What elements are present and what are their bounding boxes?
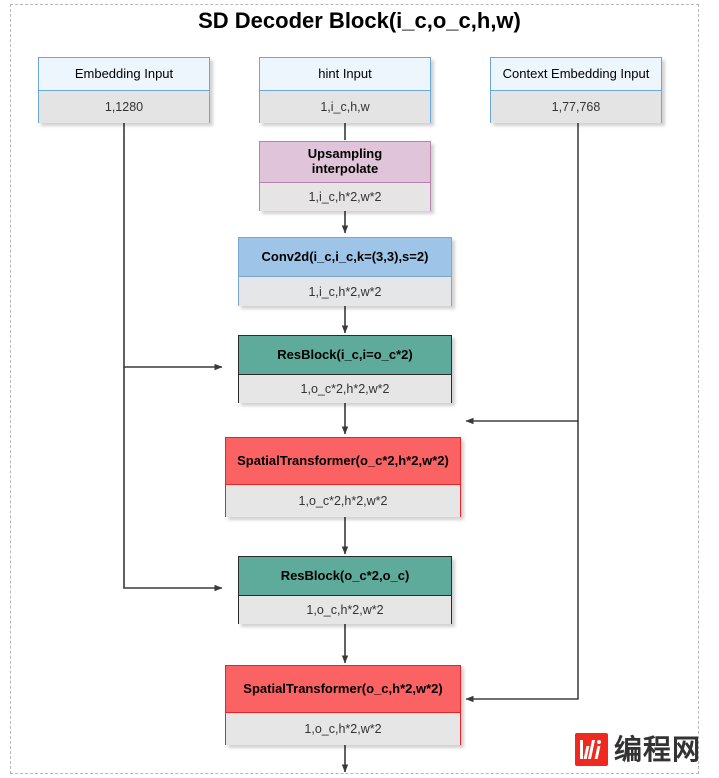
node-resblock-1-shape: 1,o_c*2,h*2,w*2 [239, 375, 451, 403]
node-resblock-2-label: ResBlock(o_c*2,o_c) [239, 557, 451, 596]
node-context-embedding-input[interactable]: Context Embedding Input 1,77,768 [490, 57, 662, 123]
node-upsampling-label: Upsampling interpolate [260, 142, 430, 183]
edge-context-to-st1 [465, 123, 579, 425]
node-hint-input[interactable]: hint Input 1,i_c,h,w [259, 57, 431, 123]
node-resblock-1[interactable]: ResBlock(i_c,i=o_c*2) 1,o_c*2,h*2,w*2 [238, 335, 452, 403]
brand-logo-icon [575, 733, 608, 766]
node-resblock-2-shape: 1,o_c,h*2,w*2 [239, 596, 451, 624]
node-spatial-transformer-1-shape: 1,o_c*2,h*2,w*2 [226, 485, 460, 517]
node-upsampling[interactable]: Upsampling interpolate 1,i_c,h*2,w*2 [259, 141, 431, 211]
node-hint-input-shape: 1,i_c,h,w [260, 91, 430, 123]
node-hint-input-label: hint Input [260, 58, 430, 91]
node-resblock-2[interactable]: ResBlock(o_c*2,o_c) 1,o_c,h*2,w*2 [238, 556, 452, 624]
node-spatial-transformer-1-label: SpatialTransformer(o_c*2,h*2,w*2) [226, 438, 460, 485]
edge-context-to-st2 [465, 421, 579, 703]
node-spatial-transformer-2-label: SpatialTransformer(o_c,h*2,w*2) [226, 666, 460, 713]
node-spatial-transformer-2[interactable]: SpatialTransformer(o_c,h*2,w*2) 1,o_c,h*… [225, 665, 461, 745]
edge-embedding-to-resblock1 [123, 123, 223, 371]
node-embedding-input[interactable]: Embedding Input 1,1280 [38, 57, 210, 123]
node-conv2d[interactable]: Conv2d(i_c,i_c,k=(3,3),s=2) 1,i_c,h*2,w*… [238, 237, 452, 306]
node-conv2d-label: Conv2d(i_c,i_c,k=(3,3),s=2) [239, 238, 451, 277]
watermark: 编程网 [575, 733, 701, 766]
node-resblock-1-label: ResBlock(i_c,i=o_c*2) [239, 336, 451, 375]
page-title: SD Decoder Block(i_c,o_c,h,w) [198, 8, 521, 33]
watermark-text: 编程网 [614, 733, 702, 765]
node-context-embedding-input-shape: 1,77,768 [491, 91, 661, 123]
node-spatial-transformer-1[interactable]: SpatialTransformer(o_c*2,h*2,w*2) 1,o_c*… [225, 437, 461, 517]
node-spatial-transformer-2-shape: 1,o_c,h*2,w*2 [226, 713, 460, 745]
node-embedding-input-shape: 1,1280 [39, 91, 209, 123]
node-upsampling-shape: 1,i_c,h*2,w*2 [260, 183, 430, 211]
node-context-embedding-input-label: Context Embedding Input [491, 58, 661, 91]
node-embedding-input-label: Embedding Input [39, 58, 209, 91]
node-conv2d-shape: 1,i_c,h*2,w*2 [239, 277, 451, 306]
edge-embedding-to-resblock2 [123, 367, 223, 592]
